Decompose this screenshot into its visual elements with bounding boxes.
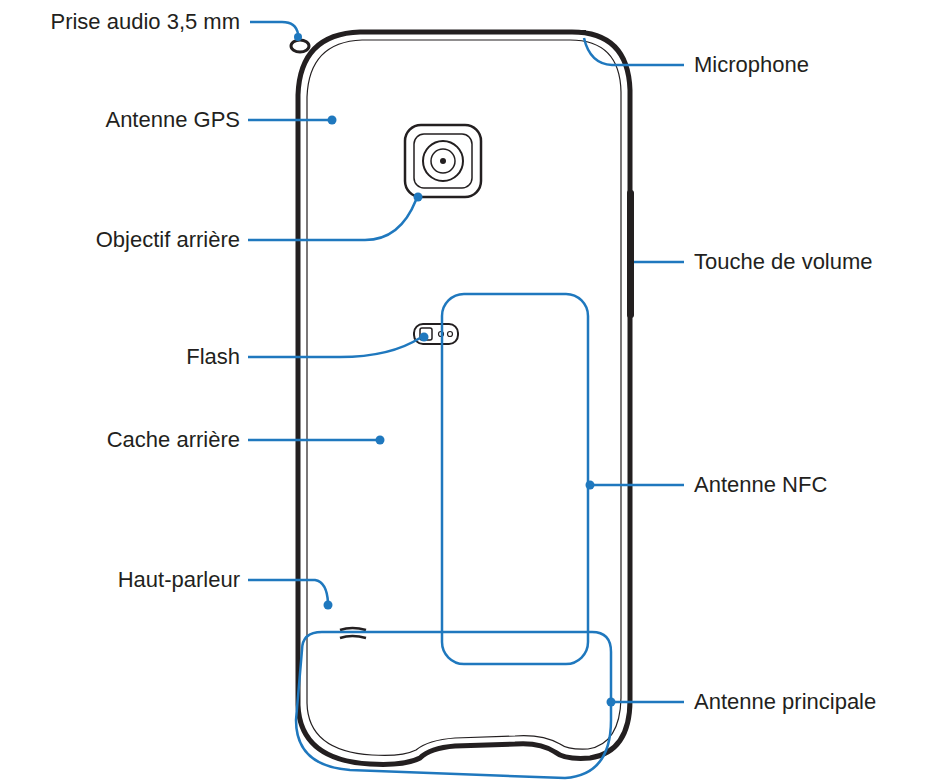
leader-dot (420, 333, 429, 342)
phone-outline (298, 32, 630, 764)
leader-dot (328, 116, 337, 125)
part-label: Antenne principale (694, 689, 876, 715)
part-label: Touche de volume (694, 249, 873, 275)
leader-dot (414, 193, 423, 202)
part-label: Prise audio 3,5 mm (50, 9, 240, 35)
volume-key (627, 190, 634, 318)
audio-jack (291, 40, 309, 52)
leader-dot (294, 33, 302, 41)
part-label: Antenne GPS (105, 107, 240, 133)
camera-frame (405, 125, 481, 197)
leader-line (248, 439, 380, 442)
leader-line (248, 338, 420, 357)
flash-sensor (448, 332, 453, 337)
main-antenna (296, 632, 611, 778)
leader-dot (324, 601, 333, 610)
leader-line (584, 38, 684, 65)
leader-line (590, 484, 684, 487)
leader-dots (294, 33, 616, 707)
part-label: Haut-parleur (118, 567, 240, 593)
part-label: Antenne NFC (694, 472, 827, 498)
leader-lines (248, 22, 684, 702)
rear-lens-inner (431, 149, 455, 173)
leader-dot (607, 698, 616, 707)
part-label: Objectif arrière (96, 227, 240, 253)
flash-housing (414, 324, 458, 344)
leader-line (248, 580, 328, 603)
nfc-antenna (442, 294, 588, 664)
part-label: Cache arrière (107, 427, 240, 453)
rear-lens-center (440, 158, 446, 164)
part-label: Microphone (694, 52, 809, 78)
part-label: Flash (186, 344, 240, 370)
rear-lens (423, 141, 463, 181)
leader-line (611, 701, 684, 704)
leader-dot (376, 436, 385, 445)
microphone-hole (580, 30, 586, 32)
leader-dot (586, 481, 595, 490)
leader-line (250, 22, 298, 34)
camera-frame-inner (414, 134, 472, 188)
leader-line (248, 119, 330, 122)
leader-line (248, 200, 416, 240)
phone-inner-edge (307, 40, 621, 755)
leader-line (634, 261, 684, 264)
